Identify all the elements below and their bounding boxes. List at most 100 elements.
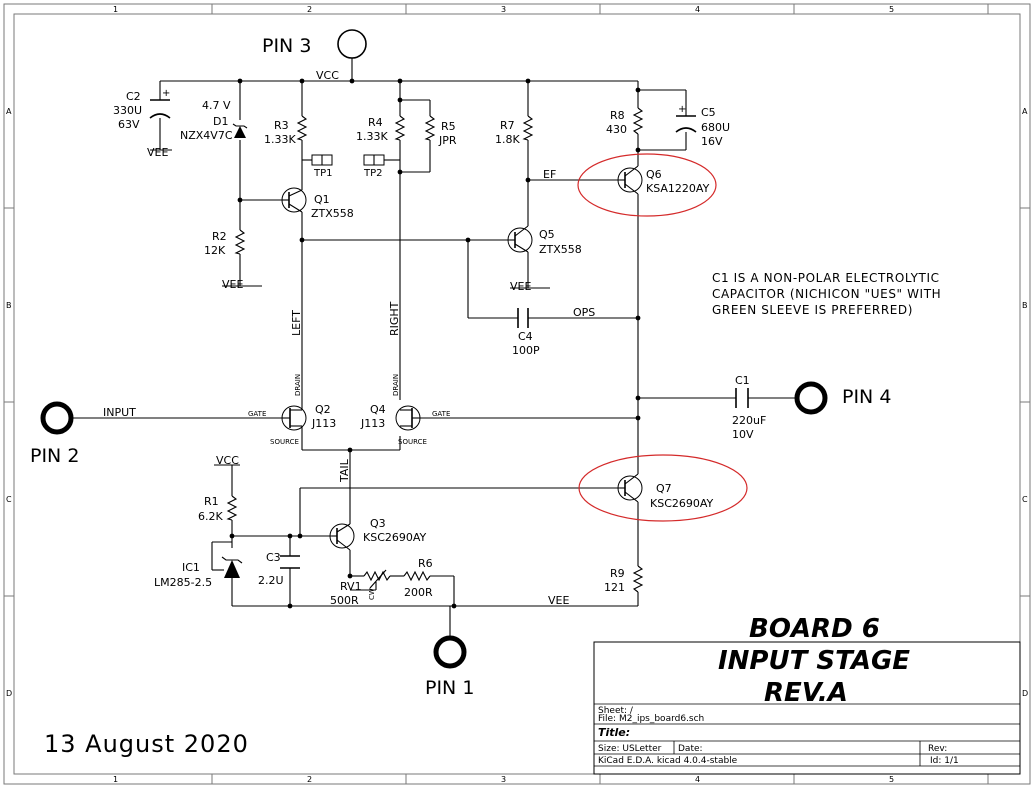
net-vcc: VCC [316,69,339,82]
pin-4-connector[interactable]: PIN 4 [794,381,891,415]
svg-text:Q7: Q7 [656,482,672,495]
resistor-r1: R1 6.2K [198,495,238,523]
svg-text:KiCad E.D.A. kicad 4.0.4-stab: KiCad E.D.A. kicad 4.0.4-stable [598,756,738,766]
svg-text:1.33K: 1.33K [264,133,296,146]
resistor-r5: R5 JPR [424,115,457,147]
reference-ic1: IC1 LM285-2.5 [154,556,243,589]
row-label: D [1022,689,1028,698]
svg-text:GATE: GATE [248,410,266,418]
svg-text:D1: D1 [213,115,228,128]
jfet-q4: DRAIN GATE SOURCE Q4 J113 [360,374,450,446]
svg-text:Q6: Q6 [646,168,662,181]
col-label: 4 [695,775,700,784]
resistor-r8: R8 430 [606,107,644,136]
svg-text:C3: C3 [266,551,281,564]
pin-4-label: PIN 4 [842,386,891,408]
svg-text:R9: R9 [610,567,625,580]
resistor-r4: R4 1.33K [356,115,406,143]
transistor-q6: Q6 KSA1220AY [577,153,717,217]
svg-text:680U: 680U [701,121,730,134]
svg-text:Date:: Date: [678,744,703,754]
svg-text:C5: C5 [701,106,716,119]
svg-text:ZTX558: ZTX558 [539,243,582,256]
svg-text:TP1: TP1 [313,168,333,179]
capacitor-c4: C4 100P [512,308,540,357]
svg-text:IC1: IC1 [182,561,200,574]
pin-3-connector[interactable]: PIN 3 [262,29,367,80]
net-vcc: VCC [216,454,239,467]
net-vee: VEE [548,594,569,607]
pin-1-connector[interactable]: PIN 1 [425,606,474,699]
svg-text:JPR: JPR [438,134,457,147]
net-vee: VEE [147,146,168,159]
net-tail: TAIL [338,458,351,483]
pin-2-label: PIN 2 [30,445,79,467]
svg-text:R8: R8 [610,109,625,122]
svg-text:RV1: RV1 [340,580,362,593]
svg-text:R3: R3 [274,119,289,132]
svg-text:NZX4V7C: NZX4V7C [180,129,233,142]
testpoint-tp2[interactable]: TP2 [363,154,385,179]
svg-text:2.2U: 2.2U [258,574,284,587]
svg-text:GREEN SLEEVE IS PREFERRED): GREEN SLEEVE IS PREFERRED) [712,303,913,317]
svg-text:SOURCE: SOURCE [270,438,299,446]
svg-text:CW: CW [368,588,376,600]
svg-text:CAPACITOR (NICHICON "UES" WITH: CAPACITOR (NICHICON "UES" WITH [712,287,941,301]
svg-text:REV.A: REV.A [764,678,848,708]
svg-text:KSC2690AY: KSC2690AY [650,497,714,510]
svg-text:430: 430 [606,123,627,136]
pin-1-label: PIN 1 [425,677,474,699]
svg-text:220uF: 220uF [732,414,766,427]
row-label: D [6,689,12,698]
capacitor-c5: + C5 680U 16V [675,104,730,148]
svg-text:BOARD 6: BOARD 6 [749,614,880,644]
col-label: 5 [889,775,894,784]
sheet-frame: 1 2 3 4 5 1 2 3 4 5 A B C D A B C D [3,3,1031,785]
testpoint-tp1[interactable]: TP1 [311,154,333,179]
svg-text:Size: USLetter: Size: USLetter [598,744,662,754]
net-right: RIGHT [388,301,401,336]
svg-text:C4: C4 [518,330,533,343]
svg-text:File: M2_ips_board6.sch: File: M2_ips_board6.sch [598,714,704,724]
svg-text:6.2K: 6.2K [198,510,223,523]
svg-text:+: + [678,104,686,115]
svg-text:R4: R4 [368,116,383,129]
pin-2-connector[interactable]: PIN 2 [30,401,79,467]
svg-text:121: 121 [604,581,625,594]
svg-text:200R: 200R [404,586,433,599]
svg-text:4.7 V: 4.7 V [202,99,231,112]
net-ops: OPS [573,306,595,319]
col-label: 5 [889,5,894,14]
title-block: Sheet: / File: M2_ips_board6.sch Title: … [593,641,1021,775]
col-label: 4 [695,5,700,14]
svg-text:ZTX558: ZTX558 [311,207,354,220]
row-label: A [1022,107,1028,116]
svg-text:R2: R2 [212,230,227,243]
col-label: 2 [307,775,312,784]
date-stamp: 13 August 2020 [44,730,249,758]
svg-text:R5: R5 [441,120,456,133]
col-label: 1 [113,5,118,14]
row-label: A [6,107,12,116]
svg-text:Q1: Q1 [314,193,330,206]
potentiometer-rv1[interactable]: RV1 500R CW [330,569,391,607]
resistor-r6: R6 200R [403,557,433,599]
svg-text:GATE: GATE [432,410,450,418]
resistor-r7: R7 1.8K [495,115,534,146]
highlight-ellipse [578,454,748,522]
capacitor-c3: C3 2.2U [258,551,300,587]
svg-text:10V: 10V [732,428,754,441]
svg-text:DRAIN: DRAIN [392,374,400,396]
svg-text:R1: R1 [204,495,219,508]
svg-text:KSA1220AY: KSA1220AY [646,182,710,195]
svg-text:DRAIN: DRAIN [294,374,302,396]
svg-text:J113: J113 [311,417,336,430]
row-label: B [1022,301,1028,310]
svg-text:TP2: TP2 [363,168,383,179]
svg-text:J113: J113 [360,417,385,430]
net-left: LEFT [290,310,303,336]
svg-text:Q2: Q2 [315,403,331,416]
row-label: C [6,495,12,504]
svg-text:C1 IS A NON-POLAR ELECTROLYTIC: C1 IS A NON-POLAR ELECTROLYTIC [712,271,940,285]
